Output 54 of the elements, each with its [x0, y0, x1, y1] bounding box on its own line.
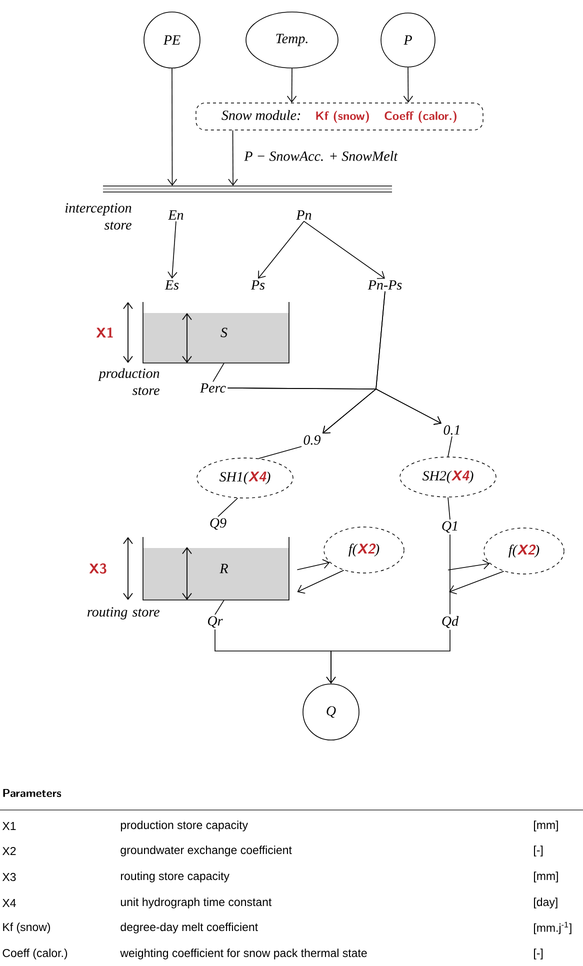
arrow [326, 629, 450, 684]
flux-label: Pn-Ps [368, 280, 402, 290]
table-cell: Coeff (calor.) [2, 948, 68, 960]
flux-label: Ps [250, 280, 265, 290]
table-cell: production store capacity [120, 820, 248, 832]
arrow [297, 570, 344, 594]
parameter-label: X3 [90, 563, 106, 574]
flux-label: Q9 [210, 518, 226, 530]
table-cell: groundwater exchange coefficient [120, 846, 292, 856]
table-cell: [mm] [534, 820, 558, 832]
table-cell: X2 [2, 846, 16, 856]
table-heading: Parameters [3, 788, 62, 798]
store-label: production store [98, 368, 160, 396]
flux-label: Q1 [442, 521, 458, 533]
flux-label: Perc [200, 383, 226, 393]
flux-label: Qr [208, 616, 223, 628]
parameter-label: X1 [96, 328, 113, 338]
table-cell: [-] [534, 846, 543, 856]
table-cell: routing store capacity [120, 872, 230, 882]
table-cell: unit hydrograph time constant [120, 898, 272, 908]
arrow [296, 559, 330, 570]
table-cell: [mm] [534, 872, 558, 882]
arrow [304, 220, 385, 279]
interception-bar [102, 186, 392, 192]
arrow [228, 130, 238, 186]
arrow [449, 570, 504, 594]
arrow [403, 67, 414, 103]
arrow [258, 220, 304, 279]
arrow [448, 560, 490, 570]
edge-label: P − SnowAcc. + SnowMelt [243, 150, 399, 162]
arrow [168, 220, 178, 279]
table-cell: X4 [2, 899, 16, 907]
table-cell: X3 [2, 872, 16, 882]
table-cell: [-] [534, 948, 543, 960]
flux-label: 0.1 [444, 425, 460, 435]
flux-label: Es [164, 280, 179, 290]
storage-tank: R [142, 536, 290, 600]
table-cell: [day] [534, 898, 558, 908]
table-cell: degree-day melt coefficient [120, 922, 258, 934]
snow-module-box: Snow module: Kf (snow) Coeff (calor.) [196, 102, 484, 130]
table-cell: Kf (snow) [3, 922, 50, 934]
store-label: interception store [65, 203, 132, 230]
table-cell: X1 [2, 822, 16, 830]
table-cell: weighting coefficient for snow pack thermal state [120, 948, 367, 960]
store-label: routing store [88, 607, 160, 620]
arrow [286, 68, 297, 103]
arrow [376, 290, 442, 425]
flux-label: En [168, 210, 184, 220]
flux-label: Pn [296, 210, 312, 220]
arrow [167, 68, 178, 186]
storage-tank: S [142, 302, 290, 364]
flux-label: Qd [442, 616, 459, 628]
table-cell: [mm.j$^{-1}$] [534, 922, 572, 934]
flux-label: 0.9 [304, 435, 321, 445]
